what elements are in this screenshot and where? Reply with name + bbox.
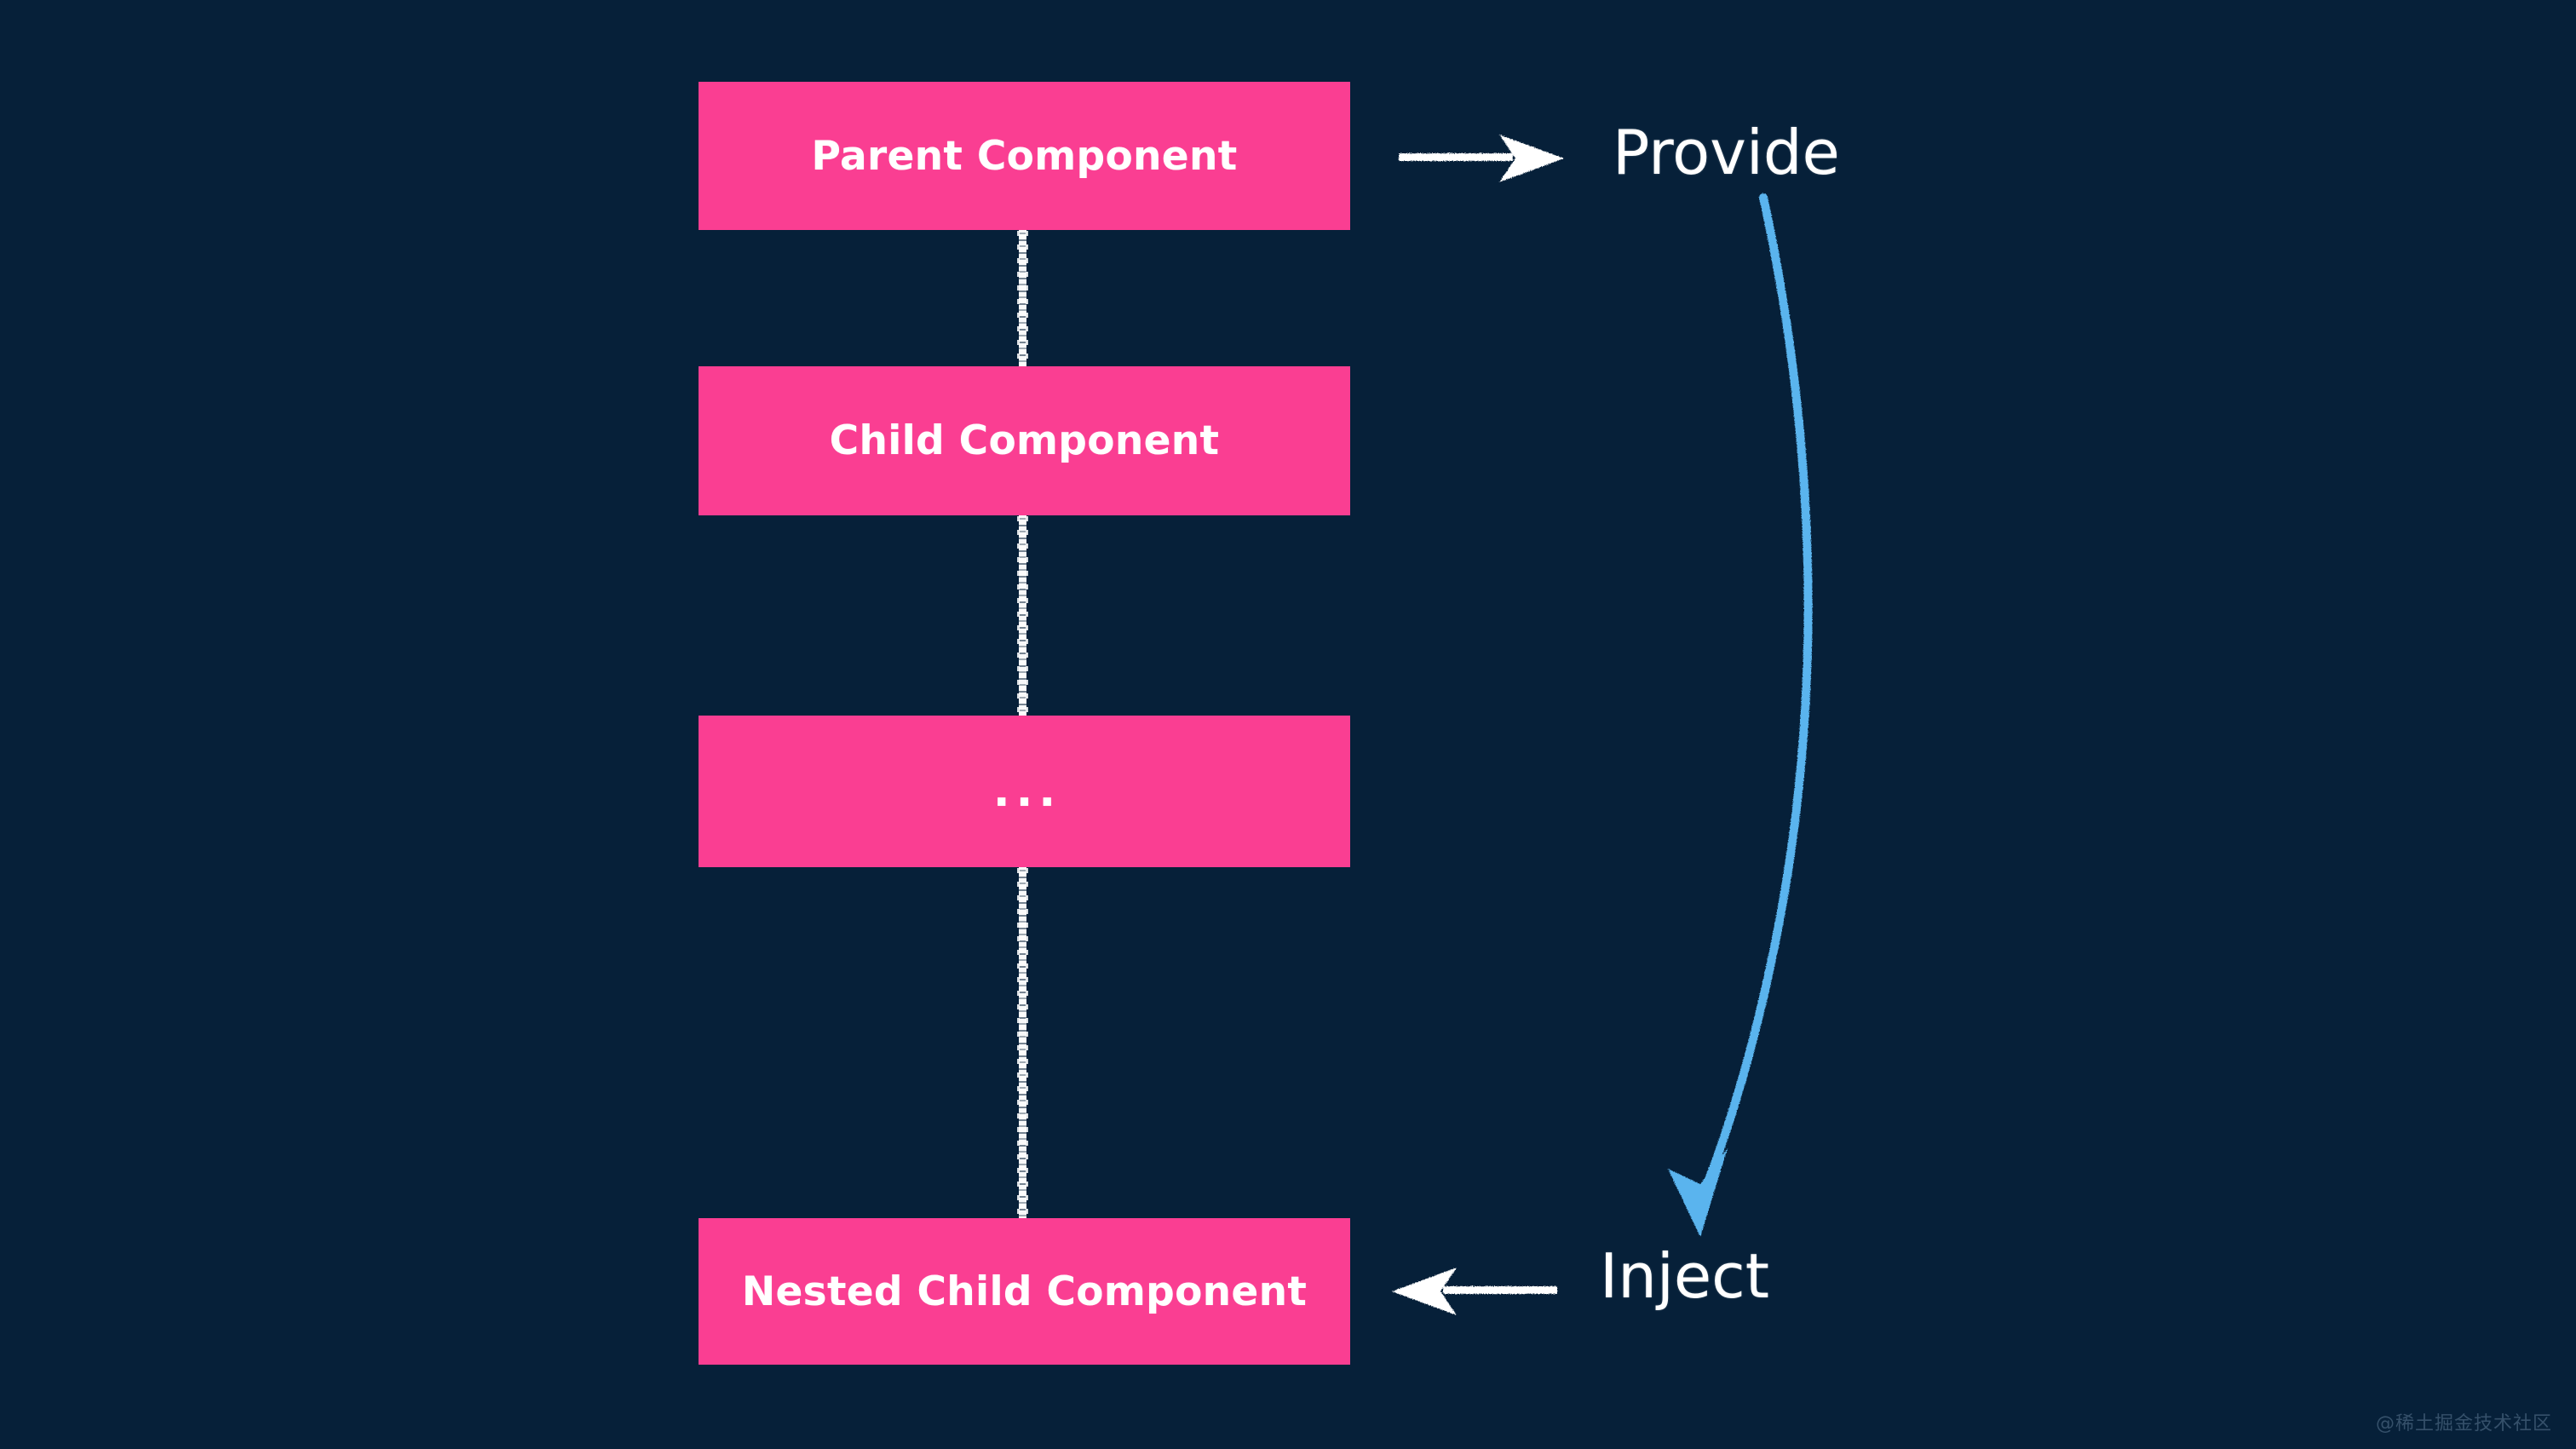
curved-flow-arrow-icon xyxy=(1668,193,1813,1237)
connector-child-to-dots xyxy=(1017,514,1028,718)
label-inject: Inject xyxy=(1600,1240,1769,1312)
chalk-arrow-right-icon xyxy=(1399,135,1564,182)
node-ellipsis[interactable]: ... xyxy=(699,716,1350,867)
node-child-component[interactable]: Child Component xyxy=(699,366,1350,515)
node-parent-component-label: Parent Component xyxy=(811,132,1238,180)
node-nested-child-component[interactable]: Nested Child Component xyxy=(699,1218,1350,1365)
label-provide: Provide xyxy=(1613,117,1840,188)
connector-parent-to-child xyxy=(1017,228,1028,370)
chalk-arrow-left-icon xyxy=(1392,1268,1557,1315)
node-parent-component[interactable]: Parent Component xyxy=(699,82,1350,230)
node-nested-child-component-label: Nested Child Component xyxy=(741,1268,1308,1315)
connector-dots-to-nested xyxy=(1017,865,1028,1222)
node-child-component-label: Child Component xyxy=(829,417,1220,464)
watermark-text: @稀土掘金技术社区 xyxy=(2375,1413,2552,1435)
node-ellipsis-label: ... xyxy=(992,766,1062,817)
